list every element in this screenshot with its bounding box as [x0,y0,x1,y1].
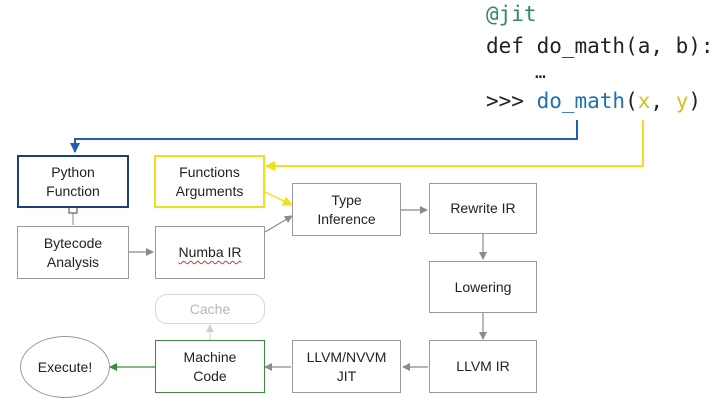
box-numba-ir: Numba IR [155,226,265,279]
box-execute: Execute! [20,336,110,398]
arrow-call-to-python-function [70,120,578,153]
code-close-paren: ) [688,89,702,113]
code-ellipsis: … [535,62,546,83]
code-call-func: do_math [536,89,626,113]
box-bytecode-analysis-label: Bytecode Analysis [43,234,103,270]
box-rewrite-ir-label: Rewrite IR [450,200,516,217]
box-execute-label: Execute! [37,358,93,375]
code-def-line: def do_math(a, b): [486,34,714,58]
box-python-function: Python Function [17,155,129,208]
box-type-inference-label: Type Inference [317,191,376,227]
code-open-paren: ( [625,89,638,113]
box-llvm-ir-label: LLVM IR [456,358,510,375]
box-cache: Cache [155,294,265,324]
box-python-function-label: Python Function [46,163,100,199]
box-llvm-ir: LLVM IR [429,340,537,393]
arrow-arguments-to-type-inference [264,191,293,206]
box-functions-arguments-label: Functions Arguments [175,163,244,199]
box-bytecode-analysis: Bytecode Analysis [17,226,129,279]
box-machine-code: Machine Code [155,340,265,393]
box-lowering: Lowering [429,261,537,313]
box-lowering-label: Lowering [454,278,512,295]
code-prompt: >>> [486,89,537,113]
arrow-args-to-functions-arguments [265,120,644,171]
code-call-line: >>> do_math(x, y) [486,91,701,112]
box-type-inference: Type Inference [292,183,401,236]
code-decorator: @jit [486,2,537,26]
code-comma: , [650,89,676,113]
code-arg-x: x [637,89,651,113]
box-llvm-nvvm-jit-label: LLVM/NVVM JIT [306,348,387,384]
box-rewrite-ir: Rewrite IR [429,183,537,234]
box-numba-ir-label: Numba IR [178,244,242,261]
box-functions-arguments: Functions Arguments [154,155,265,208]
box-llvm-nvvm-jit: LLVM/NVVM JIT [292,340,401,393]
box-machine-code-label: Machine Code [183,348,237,384]
arrow-numba-ir-to-type-inference [264,215,293,233]
code-arg-y: y [675,89,689,113]
box-cache-label: Cache [189,300,231,317]
